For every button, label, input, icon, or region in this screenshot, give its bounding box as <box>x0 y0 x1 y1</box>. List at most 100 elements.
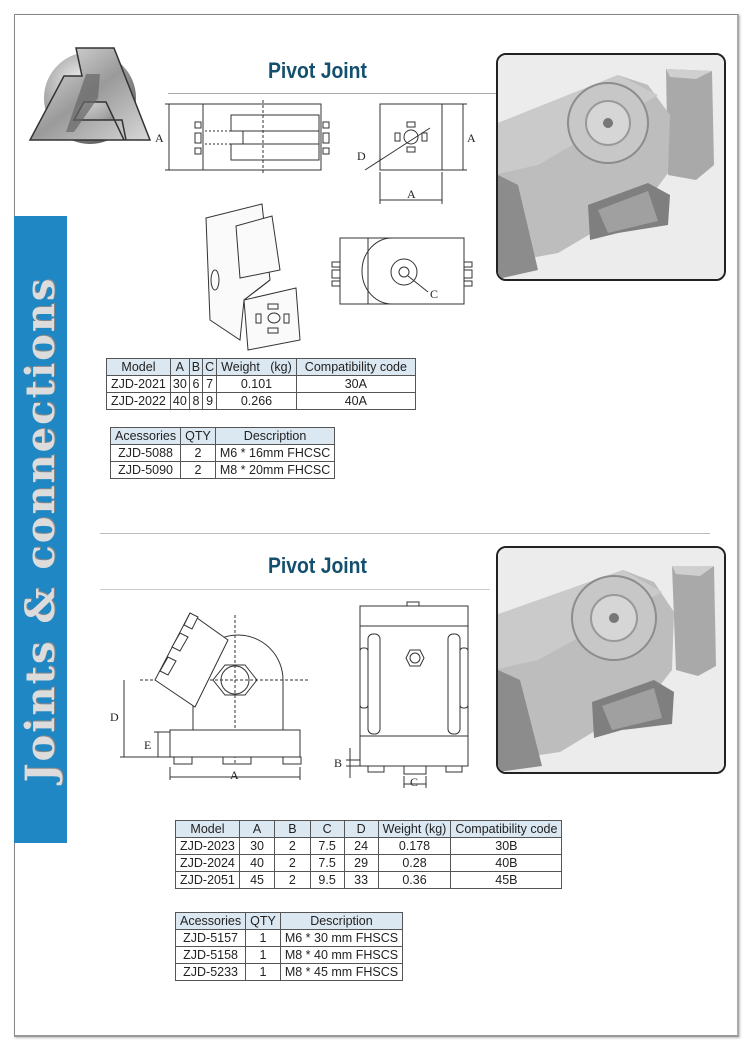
cell: 7.5 <box>309 854 345 872</box>
cell: M8 * 45 mm FHSCS <box>279 963 404 981</box>
svg-text:E: E <box>144 738 151 752</box>
col-description: Description <box>214 427 336 445</box>
table-header-row: Acessories QTY Description <box>109 427 336 445</box>
company-logo <box>26 40 156 150</box>
section-1-accessories-table: Acessories QTY Description ZJD-5088 2 M6… <box>109 427 336 479</box>
cell: 45B <box>450 871 563 889</box>
cell: 0.36 <box>377 871 452 889</box>
col-accessories: Acessories <box>109 427 182 445</box>
cell: 0.266 <box>216 392 297 410</box>
svg-text:A: A <box>155 131 164 145</box>
svg-text:A: A <box>230 768 239 782</box>
col-accessories: Acessories <box>174 912 247 930</box>
cell: 1 <box>245 963 281 981</box>
cell: ZJD-2022 <box>106 392 171 410</box>
section-1-side-view-drawing: A <box>155 100 345 180</box>
col-model: Model <box>175 820 240 838</box>
cell: M6 * 30 mm FHSCS <box>279 929 404 947</box>
cell: ZJD-5157 <box>174 929 247 947</box>
section-1-front-view-drawing: A A D <box>355 100 485 215</box>
cell: 2 <box>180 461 216 479</box>
col-a: A <box>238 820 276 838</box>
table-row: ZJD-5157 1 M6 * 30 mm FHSCS <box>174 929 404 947</box>
cell: ZJD-5088 <box>109 444 182 462</box>
section-1-product-photo <box>496 53 726 281</box>
section-2-front-view-drawing: B C <box>332 598 472 793</box>
section-divider <box>100 533 710 534</box>
cell: M6 * 16mm FHCSC <box>214 444 336 462</box>
cell: 45 <box>238 871 276 889</box>
section-2-title-rule <box>100 589 490 590</box>
cell: 2 <box>274 854 311 872</box>
table-header-row: Acessories QTY Description <box>174 912 404 930</box>
col-a: A <box>169 358 190 376</box>
col-qty: QTY <box>245 912 281 930</box>
section-1-title-rule <box>168 93 498 94</box>
section-2-title: Pivot Joint <box>268 553 367 578</box>
col-weight: Weight (kg) <box>216 358 297 376</box>
col-model: Model <box>106 358 171 376</box>
cell: 40A <box>295 392 416 410</box>
cell: 40 <box>238 854 276 872</box>
table-row: ZJD-2023 30 2 7.5 24 0.178 30B <box>175 837 563 855</box>
section-1-spec-table: Model A B C Weight (kg) Compatibility co… <box>106 358 416 410</box>
cell: 8 <box>188 392 204 410</box>
col-weight: Weight (kg) <box>377 820 452 838</box>
col-c: C <box>202 358 218 376</box>
cell: 1 <box>245 946 281 964</box>
table-header-row: Model A B C Weight (kg) Compatibility co… <box>106 358 416 376</box>
cell: 40 <box>169 392 190 410</box>
cell: 0.101 <box>216 375 297 393</box>
cell: 40B <box>450 854 563 872</box>
section-2-side-view-drawing: D E A <box>110 595 310 790</box>
table-row: ZJD-2022 40 8 9 0.266 40A <box>106 392 416 410</box>
cell: ZJD-2023 <box>175 837 240 855</box>
cell: 33 <box>343 871 379 889</box>
col-d: D <box>343 820 379 838</box>
table-row: ZJD-2021 30 6 7 0.101 30A <box>106 375 416 393</box>
svg-text:C: C <box>410 775 418 789</box>
cell: ZJD-2021 <box>106 375 171 393</box>
col-b: B <box>274 820 311 838</box>
cell: 30A <box>295 375 416 393</box>
cell: ZJD-5233 <box>174 963 247 981</box>
col-compatibility: Compatibility code <box>295 358 416 376</box>
cell: ZJD-5158 <box>174 946 247 964</box>
svg-text:D: D <box>357 149 366 163</box>
svg-text:C: C <box>430 287 438 301</box>
section-2-accessories-table: Acessories QTY Description ZJD-5157 1 M6… <box>174 912 404 981</box>
section-1-top-view-drawing: C <box>328 236 478 316</box>
col-compatibility: Compatibility code <box>450 820 563 838</box>
table-header-row: Model A B C D Weight (kg) Compatibility … <box>175 820 563 838</box>
cell: 2 <box>274 871 311 889</box>
cell: M8 * 20mm FHCSC <box>214 461 336 479</box>
cell: ZJD-2051 <box>175 871 240 889</box>
table-row: ZJD-5090 2 M8 * 20mm FHCSC <box>109 461 336 479</box>
cell: 30 <box>169 375 190 393</box>
section-2-product-photo <box>496 546 726 774</box>
svg-text:A: A <box>407 187 416 201</box>
svg-text:A: A <box>467 131 476 145</box>
table-row: ZJD-2024 40 2 7.5 29 0.28 40B <box>175 854 563 872</box>
col-qty: QTY <box>180 427 216 445</box>
cell: M8 * 40 mm FHSCS <box>279 946 404 964</box>
cell: 7.5 <box>309 837 345 855</box>
section-1-title: Pivot Joint <box>268 58 367 83</box>
col-c: C <box>309 820 345 838</box>
cell: 29 <box>343 854 379 872</box>
cell: 0.178 <box>377 837 452 855</box>
cell: ZJD-2024 <box>175 854 240 872</box>
col-b: B <box>188 358 204 376</box>
table-row: ZJD-5088 2 M6 * 16mm FHCSC <box>109 444 336 462</box>
cell: 2 <box>274 837 311 855</box>
section-sidebar-banner: Joints & connections <box>14 216 67 843</box>
table-row: ZJD-5158 1 M8 * 40 mm FHSCS <box>174 946 404 964</box>
cell: 6 <box>188 375 204 393</box>
col-description: Description <box>279 912 404 930</box>
cell: 1 <box>245 929 281 947</box>
svg-text:D: D <box>110 710 119 724</box>
cell: 30 <box>238 837 276 855</box>
cell: 2 <box>180 444 216 462</box>
cell: 0.28 <box>377 854 452 872</box>
cell: 30B <box>450 837 563 855</box>
